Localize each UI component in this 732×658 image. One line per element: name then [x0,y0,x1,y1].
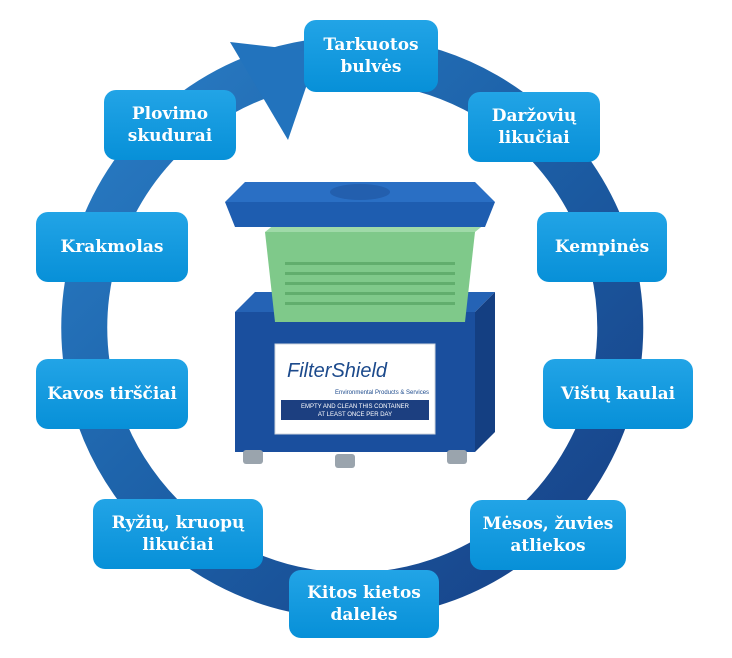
label-plovimo-skudurai: Plovimo skudurai [104,90,236,160]
notice-line-1: EMPTY AND CLEAN THIS CONTAINER [301,404,410,410]
ring-arrowhead [230,42,318,140]
label-krakmolas: Krakmolas [36,212,188,282]
label-ryziu-kruopu-likuciai: Ryžių, kruopų likučiai [93,499,263,569]
label-tarkuotos-bulves: Tarkuotos bulvės [304,20,438,92]
label-kempines: Kempinės [537,212,667,282]
brand-tagline: Environmental Products & Services [335,390,429,396]
label-kavos-tirsciai: Kavos tirščiai [36,359,188,429]
label-kitos-kietos-daleles: Kitos kietos dalelės [289,570,439,638]
notice-line-2: AT LEAST ONCE PER DAY [318,412,392,418]
filtershield-container-image: FilterShield Environmental Products & Se… [225,182,495,468]
brand-logo: FilterShield [287,360,388,382]
label-mesos-zuvies-atliekos: Mėsos, žuvies atliekos [470,500,626,570]
label-vistu-kaulai: Vištų kaulai [543,359,693,429]
label-darzoviu-likuciai: Daržovių likučiai [468,92,600,162]
